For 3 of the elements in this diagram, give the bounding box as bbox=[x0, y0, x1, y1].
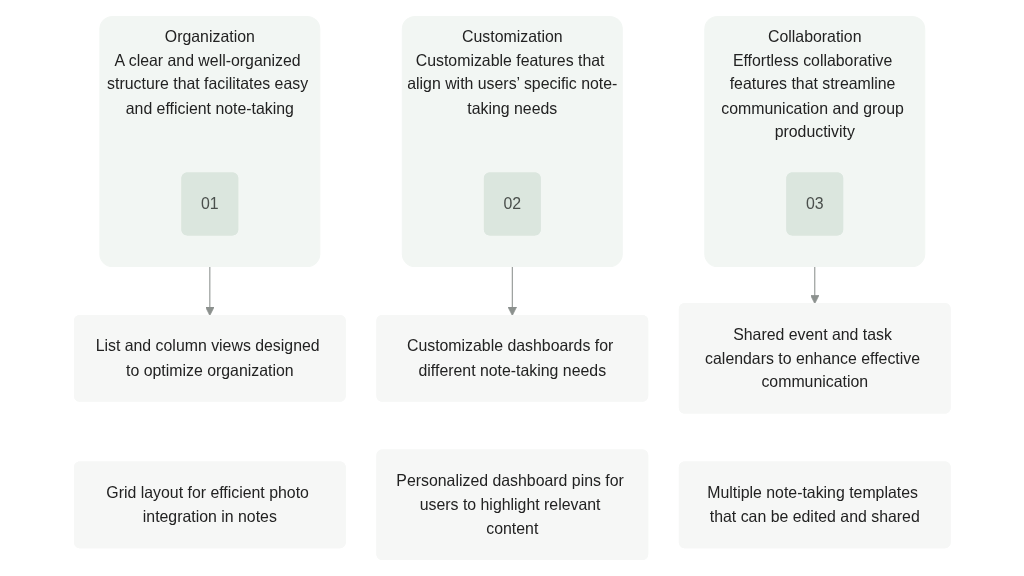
arrow bbox=[204, 266, 215, 316]
arrow bbox=[507, 266, 517, 316]
arrow bbox=[809, 266, 820, 304]
